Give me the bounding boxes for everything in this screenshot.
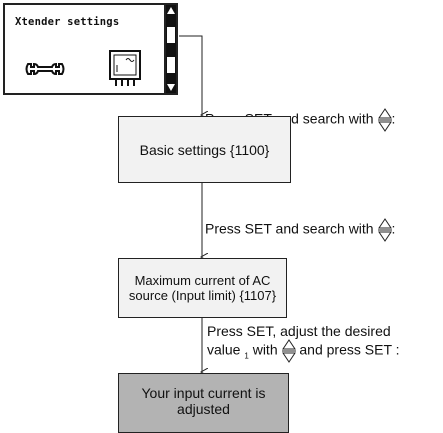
scrollbar-graphic xyxy=(166,5,176,93)
screen-title: Xtender settings xyxy=(15,16,120,28)
max-current-label: Maximum current of AC source (Input limi… xyxy=(128,273,277,303)
basic-settings-label: Basic settings {1100} xyxy=(139,141,270,158)
device-screen: Xtender settings xyxy=(3,3,166,95)
scroll-down-icon xyxy=(167,84,175,91)
scroll-up-icon xyxy=(167,7,175,14)
step-3-instruction-line2: value 1 with and press SET : xyxy=(207,339,400,363)
up-down-arrows-icon xyxy=(281,339,296,363)
input-current-adjusted-box: Your input current is adjusted xyxy=(118,373,289,433)
screen-scrollbar[interactable] xyxy=(166,3,178,95)
max-current-box: Maximum current of AC source (Input limi… xyxy=(118,258,287,318)
step-2-instruction: Press SET and search with : xyxy=(205,218,395,242)
inverter-icon[interactable] xyxy=(109,50,143,88)
up-down-arrows-icon xyxy=(377,108,392,132)
up-down-arrows-icon xyxy=(377,218,392,242)
wrench-icon[interactable] xyxy=(25,61,65,77)
step-3-instruction-line1: Press SET, adjust the desired xyxy=(207,323,391,339)
input-current-adjusted-label: Your input current is adjusted xyxy=(141,385,266,417)
basic-settings-box: Basic settings {1100} xyxy=(118,116,291,183)
